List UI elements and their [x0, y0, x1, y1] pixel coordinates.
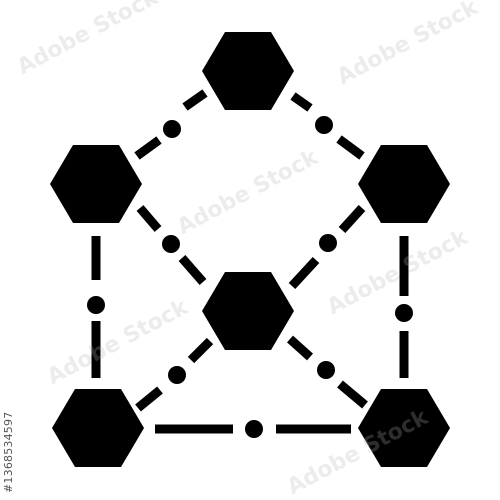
edge-right-center	[338, 204, 366, 234]
hexagon-node-bottom-left	[52, 389, 144, 467]
edge-center-bottom-left	[135, 386, 163, 412]
hexagon-node-top	[202, 32, 294, 110]
hexagon-node-center	[202, 272, 294, 350]
edge-top-left	[182, 89, 208, 111]
connection-lines	[91, 89, 409, 434]
hexagon-node-left	[50, 145, 142, 223]
dot-center-bottom-right	[317, 361, 335, 379]
connection-dots	[87, 116, 413, 438]
edge-center-bottom-right	[286, 335, 314, 361]
edge-left-center	[178, 255, 207, 285]
dot-right-center	[319, 234, 337, 252]
dot-top-right	[315, 116, 333, 134]
dot-right-vertical	[395, 304, 413, 322]
hexagon-node-right	[358, 145, 450, 223]
edge-top-right	[290, 92, 313, 112]
hexagon-nodes	[50, 32, 450, 467]
dot-bottom-horizontal	[245, 420, 263, 438]
edge-top-left	[134, 136, 162, 160]
edge-right-center	[288, 256, 320, 290]
hexagon-node-bottom-right	[358, 389, 450, 467]
edge-center-bottom-left	[187, 337, 214, 364]
edge-center-bottom-right	[337, 380, 368, 409]
edge-left-center	[136, 205, 162, 232]
dot-top-left	[163, 120, 181, 138]
dot-left-center	[162, 235, 180, 253]
dot-left-vertical	[87, 296, 105, 314]
dot-center-bottom-left	[168, 366, 186, 384]
image-id-watermark: #1368534597	[2, 411, 15, 493]
edge-top-right	[336, 135, 365, 160]
